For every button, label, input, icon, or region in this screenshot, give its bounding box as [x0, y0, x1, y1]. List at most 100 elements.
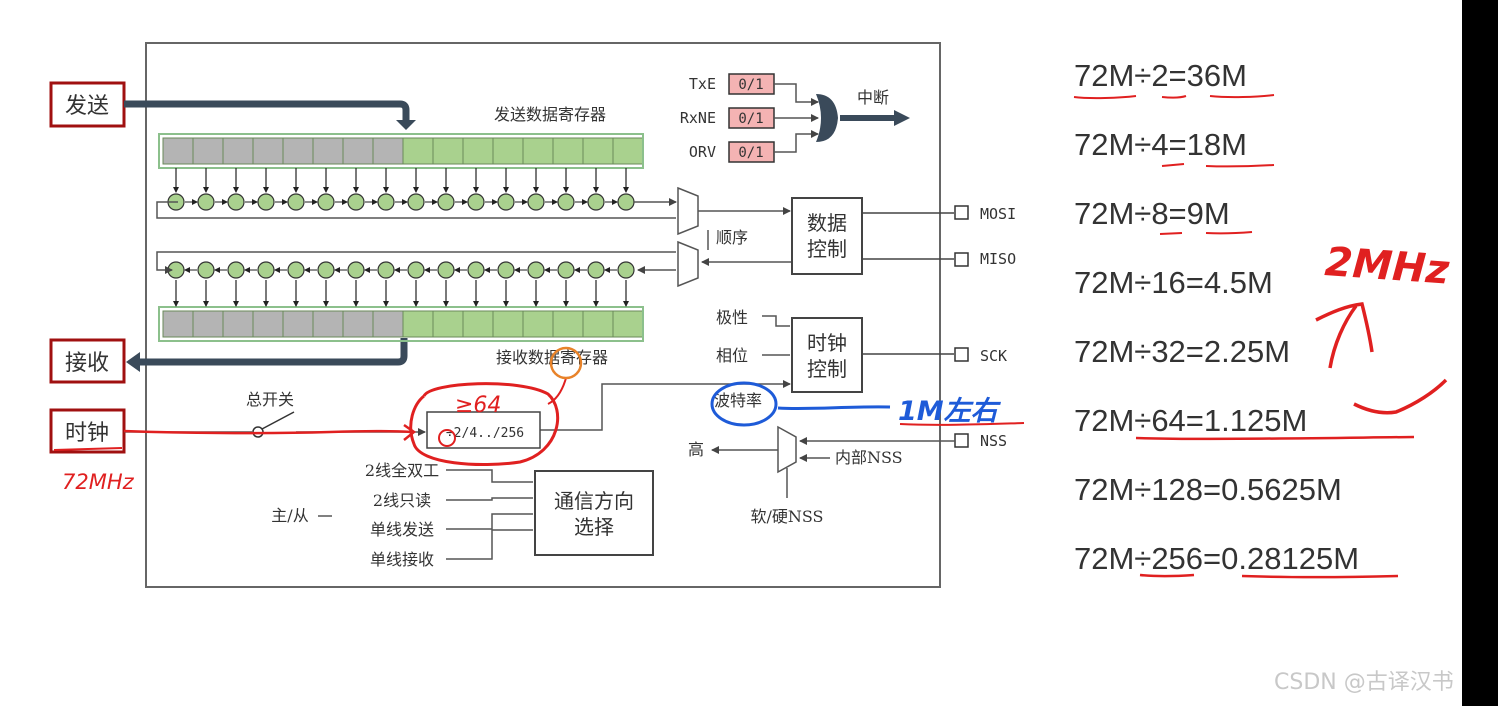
rx-shift-bit: [617, 261, 635, 279]
diagram-frame: [145, 42, 941, 588]
rx-register-bit-cell: [522, 310, 554, 338]
internal-nss-label: 内部NSS: [835, 448, 903, 467]
rx-register-bit-cell: [492, 310, 524, 338]
tx-register-bit-cell: [162, 137, 194, 165]
rx-shift-bit: [257, 261, 275, 279]
orv-flag-label: ORV: [689, 143, 716, 161]
rxne-flag-value: 0/1: [738, 111, 763, 127]
clock-control-box: [791, 317, 863, 393]
rx-shift-bit: [197, 261, 215, 279]
rx-shift-bit: [287, 261, 305, 279]
tx-shift-bit: [557, 193, 575, 211]
tx-register-outline: [158, 133, 644, 169]
right-edge-bar: [1462, 0, 1498, 706]
direction-select-box: [534, 470, 654, 556]
or-gate-icon: [816, 94, 838, 142]
equation-line: 72M÷128=0.5625M: [1074, 472, 1342, 507]
rxne-flag-label: RxNE: [680, 109, 716, 127]
baud-rate-label: 波特率: [714, 391, 762, 410]
ge64-annotation: ≥64: [455, 393, 501, 418]
send-arrow: [124, 100, 410, 122]
rx-register-bit-cell: [462, 310, 494, 338]
clock-ink-line: [123, 429, 413, 435]
clock-freq-annotation: 72MHz: [62, 470, 135, 494]
clock-control-line1: 时钟: [807, 331, 847, 355]
tick-annotation-icon: [1353, 378, 1448, 415]
rx-register-bit-cell: [222, 310, 254, 338]
rx-data-register: [158, 306, 644, 342]
tx-register-bit-cell: [342, 137, 374, 165]
direction-mode-3: 单线接收: [370, 550, 434, 569]
ge64-pointer-line: [547, 377, 567, 405]
prescaler-circle: [409, 382, 560, 467]
tx-shift-bit: [317, 193, 335, 211]
txe-flag-value: 0/1: [738, 77, 763, 93]
data-control-box: [791, 197, 863, 275]
approx-1m-annotation: 1M左右: [898, 396, 1002, 427]
polarity-line: [762, 315, 790, 327]
rx-register-bit-cell: [252, 310, 284, 338]
orv-flag-value: 0/1: [738, 145, 763, 161]
tx-register-bit-cell: [312, 137, 344, 165]
tx-shift-bit: [617, 193, 635, 211]
watermark: CSDN @古译汉书: [1274, 670, 1454, 695]
mosi-pin-icon: [954, 205, 969, 220]
up-arrow-annotation-icon: [1315, 302, 1374, 369]
clock-underline: [53, 447, 123, 451]
nss-label: NSS: [980, 432, 1007, 450]
receive-arrow-head: [126, 352, 140, 372]
interrupt-label: 中断: [857, 88, 889, 107]
tx-register-bit-cell: [582, 137, 614, 165]
master-slave-label: 主/从: [271, 506, 308, 525]
prescaler-label: ÷2/4../256: [446, 426, 524, 441]
direction-mode-0: 2线全双工: [365, 461, 439, 480]
equation-underlines: [1073, 94, 1415, 579]
rx-shift-bit: [557, 261, 575, 279]
sck-label: SCK: [980, 347, 1007, 365]
rx-register-bit-cell: [162, 310, 194, 338]
rx-register-bit-cell: [372, 310, 404, 338]
rx-mux: [677, 240, 699, 288]
clock-ink-arrow-icon: [403, 423, 417, 441]
rx-shift-chain: [167, 261, 635, 307]
equation-line: 72M÷16=4.5M: [1074, 265, 1273, 300]
soft-hard-nss-label: 软/硬NSS: [750, 507, 823, 526]
tx-shift-bit: [347, 193, 365, 211]
tx-shift-bit: [467, 193, 485, 211]
tx-register-bit-cell: [522, 137, 554, 165]
direction-mode-1: 2线只读: [373, 491, 431, 510]
tx-mux: [677, 186, 699, 236]
mosi-label: MOSI: [980, 205, 1016, 223]
data-control-line2: 控制: [807, 237, 847, 261]
tx-register-bit-cell: [432, 137, 464, 165]
high-label: 高: [688, 440, 704, 459]
baud-rate-circle: [710, 381, 778, 427]
rx-shift-bit: [227, 261, 245, 279]
rx-shift-bit: [347, 261, 365, 279]
rx-register-bit-cell: [192, 310, 224, 338]
tx-shift-bit: [407, 193, 425, 211]
switch-blade: [261, 411, 295, 430]
tx-register-label: 发送数据寄存器: [494, 105, 606, 124]
rx-register-bit-cell: [552, 310, 584, 338]
tx-shift-bit: [437, 193, 455, 211]
tx-register-bit-cell: [252, 137, 284, 165]
tx-register-bit-cell: [492, 137, 524, 165]
polarity-label: 极性: [716, 308, 748, 327]
divisor-mark: [438, 429, 456, 447]
two-mhz-annotation: 2MHz: [1323, 239, 1451, 294]
interrupt-arrow-head: [894, 110, 910, 126]
rx-register-bit-cell: [282, 310, 314, 338]
direction-mode-2: 单线发送: [370, 520, 434, 539]
equation-line: 72M÷2=36M: [1074, 58, 1247, 93]
tx-register-bit-cell: [612, 137, 644, 165]
tx-register-bit-cell: [222, 137, 254, 165]
tx-register-bit-cell: [282, 137, 314, 165]
nss-pin-icon: [954, 433, 969, 448]
phase-label: 相位: [716, 346, 748, 365]
receive-label: 接收: [65, 351, 109, 376]
send-label: 发送: [65, 94, 109, 119]
rx-register-bit-cell: [312, 310, 344, 338]
txe-flag-label: TxE: [689, 75, 716, 93]
